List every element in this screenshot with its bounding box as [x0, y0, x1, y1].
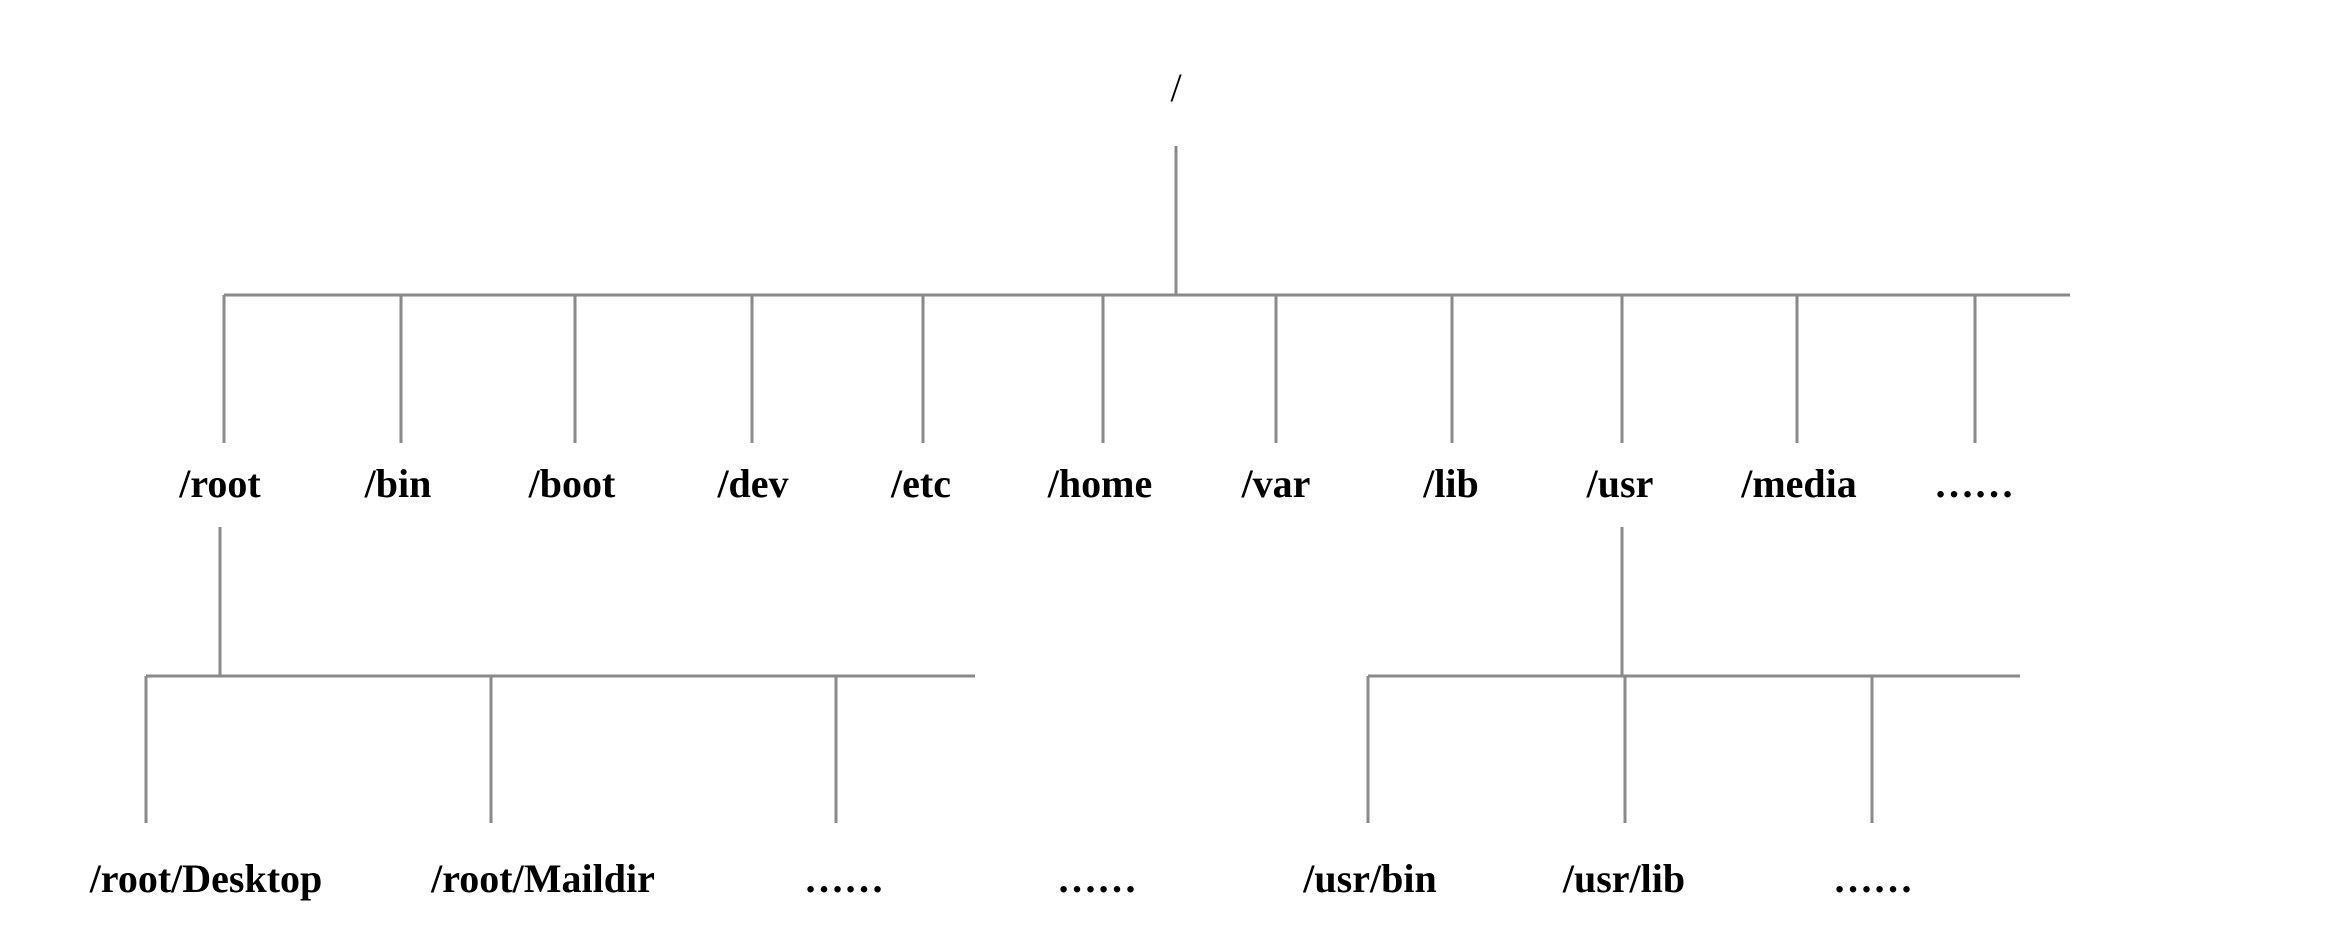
node-root-ellipsis: ……	[804, 856, 884, 901]
node-usr-ellipsis: ……	[1833, 856, 1913, 901]
node-root-desktop: /root/Desktop	[89, 856, 323, 901]
node-etc: /etc	[891, 461, 951, 506]
node-bin: /bin	[364, 461, 432, 506]
node-media: /media	[1741, 461, 1857, 506]
node-var: /var	[1241, 461, 1311, 506]
root-node-label: /	[1170, 65, 1182, 110]
node-root-maildir: /root/Maildir	[431, 856, 655, 901]
node-boot: /boot	[528, 461, 616, 506]
node-usr: /usr	[1586, 461, 1654, 506]
node-usr-bin: /usr/bin	[1303, 856, 1437, 901]
node-level1-ellipsis: ……	[1934, 461, 2014, 506]
node-home: /home	[1047, 461, 1153, 506]
node-usr-lib: /usr/lib	[1562, 856, 1686, 901]
node-dev: /dev	[717, 461, 789, 506]
node-middle-ellipsis: ……	[1057, 856, 1137, 901]
node-root-dir: /root	[179, 461, 261, 506]
node-lib: /lib	[1423, 461, 1479, 506]
